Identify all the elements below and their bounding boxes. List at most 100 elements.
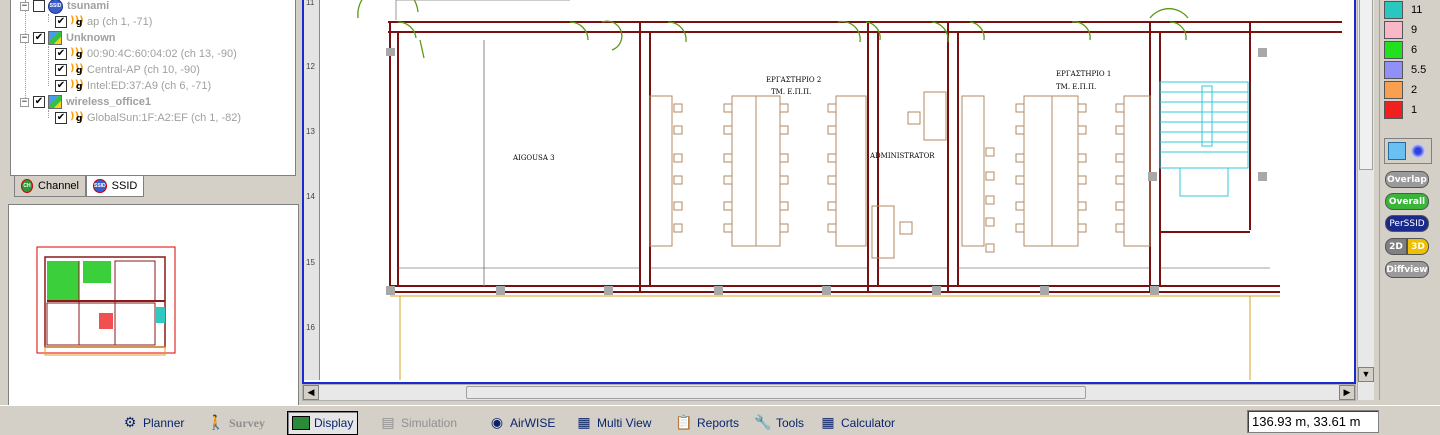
network-checkbox[interactable]: [33, 0, 45, 12]
ssid-icon: SSID: [93, 179, 107, 193]
access-point-icon: )))g: [70, 63, 84, 76]
scroll-down-button[interactable]: ▼: [1358, 367, 1374, 382]
access-point-icon: )))g: [70, 15, 84, 28]
airwise-button[interactable]: ◉ AirWISE: [484, 411, 559, 435]
floorplan-canvas[interactable]: 11 12 13 14 15 16: [302, 0, 1356, 384]
legend-swatch: [1384, 41, 1403, 59]
legend-value: 11: [1411, 4, 1423, 16]
network-checkbox[interactable]: [33, 32, 45, 44]
airwise-icon: ◉: [490, 415, 504, 431]
tree-ap-item[interactable]: )))g ap (ch 1, -71): [55, 14, 152, 30]
survey-icon: 🚶: [207, 415, 225, 431]
tools-button[interactable]: 🔧 Tools: [750, 411, 808, 435]
room-label: ΤΜ. Ε.Π.Π.: [771, 88, 812, 96]
diffview-button[interactable]: Diffview: [1385, 261, 1429, 278]
tree-ap-item[interactable]: )))g Central-AP (ch 10, -90): [55, 62, 200, 78]
signal-icon[interactable]: [1411, 144, 1425, 158]
ruler-mark: 15: [306, 258, 315, 267]
scroll-right-button[interactable]: ▶: [1339, 385, 1355, 400]
reports-button[interactable]: 📋 Reports: [671, 411, 743, 435]
tool-label: Simulation: [401, 416, 458, 430]
tools-icon: 🔧: [754, 415, 772, 431]
scroll-thumb[interactable]: [466, 386, 1086, 399]
coordinates-readout: 136.93 m, 33.61 m: [1247, 410, 1379, 433]
network-icon: [48, 31, 62, 45]
survey-button[interactable]: 🚶 Survey: [203, 411, 269, 435]
display-button[interactable]: Display: [287, 411, 359, 435]
legend-item: 6: [1384, 40, 1440, 60]
scroll-thumb[interactable]: [1359, 0, 1373, 170]
multiview-button[interactable]: ▦ Multi View: [571, 411, 655, 435]
planner-icon: ⚙: [123, 415, 137, 431]
bottom-toolbar: ⚙ Planner 🚶 Survey Display ▤ Simulation …: [0, 405, 1440, 435]
minimap[interactable]: [9, 205, 298, 405]
tool-label: AirWISE: [510, 416, 556, 430]
tree-network-wireless-office1[interactable]: − wireless_office1: [20, 94, 151, 110]
planner-button[interactable]: ⚙ Planner: [117, 411, 188, 435]
overlap-button[interactable]: Overlap: [1385, 171, 1429, 188]
simulation-icon: ▤: [381, 415, 395, 431]
ruler-mark: 13: [306, 127, 315, 136]
tree-ap-item[interactable]: )))g 00:90:4C:60:04:02 (ch 13, -90): [55, 46, 237, 62]
dimension-toggle: 2D 3D: [1385, 238, 1429, 255]
network-icon: [48, 95, 62, 109]
vertical-scrollbar[interactable]: ▼: [1357, 0, 1374, 400]
legend-item: 2: [1384, 80, 1440, 100]
ap-checkbox[interactable]: [55, 16, 67, 28]
ap-label: ap (ch 1, -71): [87, 16, 153, 28]
multiview-icon: ▦: [577, 415, 591, 431]
ap-checkbox[interactable]: [55, 112, 67, 124]
legend-item: 11: [1384, 0, 1440, 20]
legend-swatch: [1384, 81, 1403, 99]
legend-panel: 11 9 6 5.5 2 1 Overlap Overall PerSSID: [1379, 0, 1440, 400]
collapse-toggle[interactable]: −: [20, 96, 29, 107]
perssid-button[interactable]: PerSSID: [1385, 215, 1429, 232]
tool-label: Planner: [143, 416, 185, 430]
2d-button[interactable]: 2D: [1385, 238, 1407, 255]
network-tree: − SSID tsunami )))g ap (ch 1, -71) − Unk…: [10, 0, 296, 176]
ap-checkbox[interactable]: [55, 48, 67, 60]
legend-swatch: [1384, 61, 1403, 79]
vertical-ruler: 11 12 13 14 15 16: [304, 0, 320, 380]
tree-network-tsunami[interactable]: − SSID tsunami: [20, 0, 109, 14]
ruler-mark: 11: [306, 0, 315, 7]
access-point-icon: )))g: [70, 47, 84, 60]
3d-button[interactable]: 3D: [1407, 238, 1429, 255]
ap-checkbox[interactable]: [55, 80, 67, 92]
floor-icon[interactable]: [1388, 142, 1406, 160]
scroll-left-button[interactable]: ◀: [303, 385, 319, 400]
minimap-panel[interactable]: [8, 204, 299, 406]
tree-ap-item[interactable]: )))g Intel:ED:37:A9 (ch 6, -71): [55, 78, 211, 94]
ap-checkbox[interactable]: [55, 64, 67, 76]
network-name: tsunami: [67, 0, 110, 12]
simulation-button[interactable]: ▤ Simulation: [375, 411, 461, 435]
calculator-button[interactable]: ▦ Calculator: [815, 411, 899, 435]
room-label: ΕΡΓΑΣΤΗΡΙΟ 2: [766, 76, 822, 84]
tool-label: Tools: [776, 416, 805, 430]
channel-icon: CH: [21, 179, 34, 193]
tree-network-unknown[interactable]: − Unknown: [20, 30, 116, 46]
horizontal-scrollbar[interactable]: ◀ ▶: [302, 384, 1356, 401]
legend-swatch: [1384, 1, 1403, 19]
collapse-toggle[interactable]: −: [20, 32, 29, 43]
reports-icon: 📋: [675, 415, 693, 431]
ap-label: 00:90:4C:60:04:02 (ch 13, -90): [87, 48, 237, 60]
tool-label: Survey: [229, 415, 265, 430]
room-label: ΕΡΓΑΣΤΗΡΙΟ 1: [1056, 70, 1112, 78]
network-checkbox[interactable]: [33, 96, 45, 108]
tool-label: Multi View: [597, 416, 652, 430]
tab-ssid[interactable]: SSID SSID: [86, 176, 144, 197]
tree-ap-item[interactable]: )))g GlobalSun:1F:A2:EF (ch 1, -82): [55, 110, 241, 126]
ap-label: Intel:ED:37:A9 (ch 6, -71): [87, 80, 212, 92]
overall-button[interactable]: Overall: [1385, 193, 1429, 210]
tool-label: Reports: [697, 416, 740, 430]
ap-label: GlobalSun:1F:A2:EF (ch 1, -82): [87, 112, 242, 124]
room-label: ΤΜ. Ε.Π.Π.: [1056, 83, 1097, 91]
display-icon: [292, 416, 310, 430]
tab-label: Channel: [38, 180, 79, 192]
room-label: ADMINISTRATOR: [870, 152, 935, 160]
tab-channel[interactable]: CH Channel: [14, 176, 86, 197]
collapse-toggle[interactable]: −: [20, 0, 29, 11]
network-name: Unknown: [66, 32, 116, 44]
legend-value: 1: [1411, 104, 1418, 116]
